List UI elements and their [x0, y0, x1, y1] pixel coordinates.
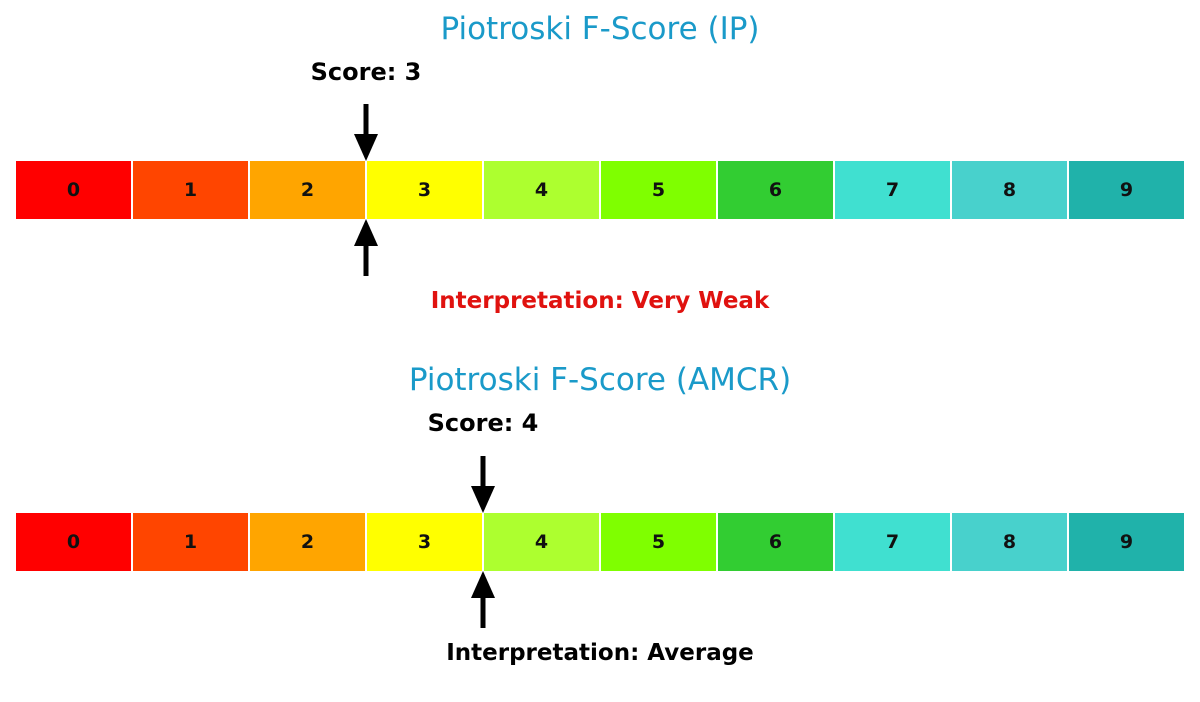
scale-segment-8: 8 — [952, 513, 1069, 571]
scale-segment-2: 2 — [250, 513, 367, 571]
interpretation-label: Interpretation: Average — [446, 640, 754, 666]
scale-segment-6: 6 — [718, 513, 835, 571]
arrow-up-icon — [354, 219, 378, 276]
scale-segment-8: 8 — [952, 161, 1069, 219]
scale-segment-6: 6 — [718, 161, 835, 219]
scale-segment-9: 9 — [1069, 513, 1184, 571]
score-label: Score: 4 — [427, 409, 539, 437]
score-label: Score: 3 — [310, 58, 422, 86]
scale-segment-0: 0 — [16, 513, 133, 571]
score-scale-bar: 0 1 2 3 4 5 6 7 8 9 — [16, 161, 1184, 219]
scale-segment-7: 7 — [835, 161, 952, 219]
arrow-down-icon — [471, 456, 495, 513]
scale-segment-4: 4 — [484, 513, 601, 571]
gauge-ip: Piotroski F-Score (IP) Score: 3 0 1 2 3 … — [16, 11, 1184, 314]
scale-segment-5: 5 — [601, 161, 718, 219]
scale-segment-1: 1 — [133, 161, 250, 219]
scale-segment-3: 3 — [367, 513, 484, 571]
scale-segment-1: 1 — [133, 513, 250, 571]
scale-segment-7: 7 — [835, 513, 952, 571]
arrow-down-icon — [354, 104, 378, 161]
interpretation-label: Interpretation: Very Weak — [430, 288, 770, 314]
score-scale-bar: 0 1 2 3 4 5 6 7 8 9 — [16, 513, 1184, 571]
scale-segment-4: 4 — [484, 161, 601, 219]
scale-segment-5: 5 — [601, 513, 718, 571]
scale-segment-9: 9 — [1069, 161, 1184, 219]
gauge-amcr: Piotroski F-Score (AMCR) Score: 4 0 1 2 … — [0, 351, 1200, 702]
gauge-title: Piotroski F-Score (AMCR) — [408, 362, 792, 398]
scale-segment-0: 0 — [16, 161, 133, 219]
scale-segment-3: 3 — [367, 161, 484, 219]
scale-segment-2: 2 — [250, 161, 367, 219]
gauge-title: Piotroski F-Score (IP) — [440, 11, 760, 47]
arrow-up-icon — [471, 571, 495, 628]
